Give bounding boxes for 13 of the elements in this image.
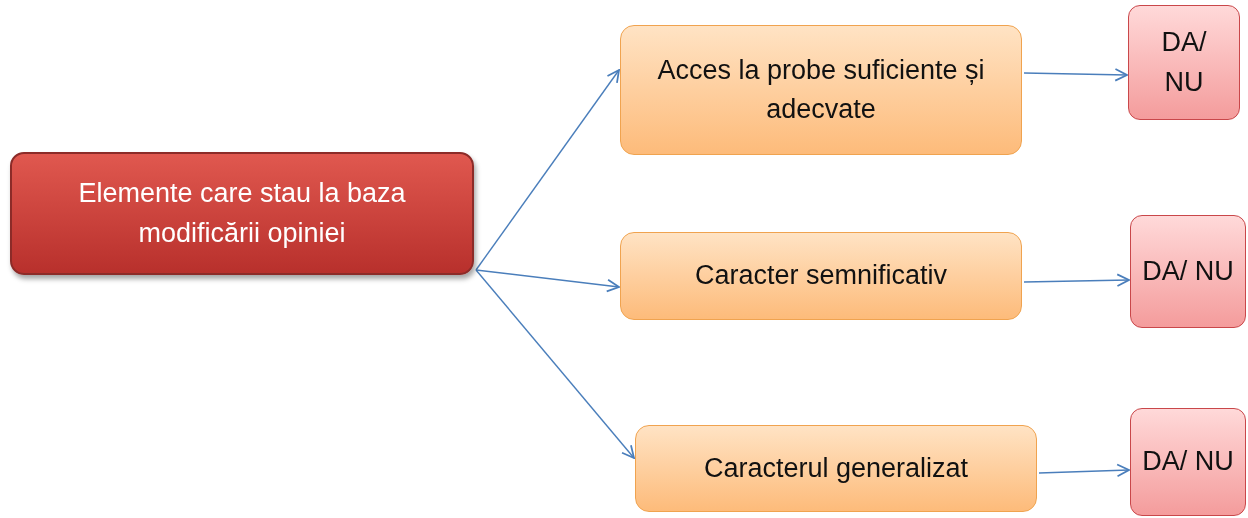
arrow	[1023, 68, 1128, 82]
arrow	[475, 269, 620, 293]
criterion-box: Caracter semnificativ	[620, 232, 1022, 320]
arrow	[475, 69, 620, 271]
criterion-box: Caracterul generalizat	[635, 425, 1037, 512]
arrow	[1023, 273, 1130, 287]
arrow	[1038, 463, 1130, 478]
answer-box: DA/ NU	[1130, 215, 1246, 328]
root-box: Elemente care stau la baza modificării opiniei	[10, 152, 474, 275]
answer-box: DA/ NU	[1128, 5, 1240, 120]
answer-box: DA/ NU	[1130, 408, 1246, 516]
criterion-box: Acces la probe suficiente și adecvate	[620, 25, 1022, 155]
arrow	[475, 269, 635, 459]
